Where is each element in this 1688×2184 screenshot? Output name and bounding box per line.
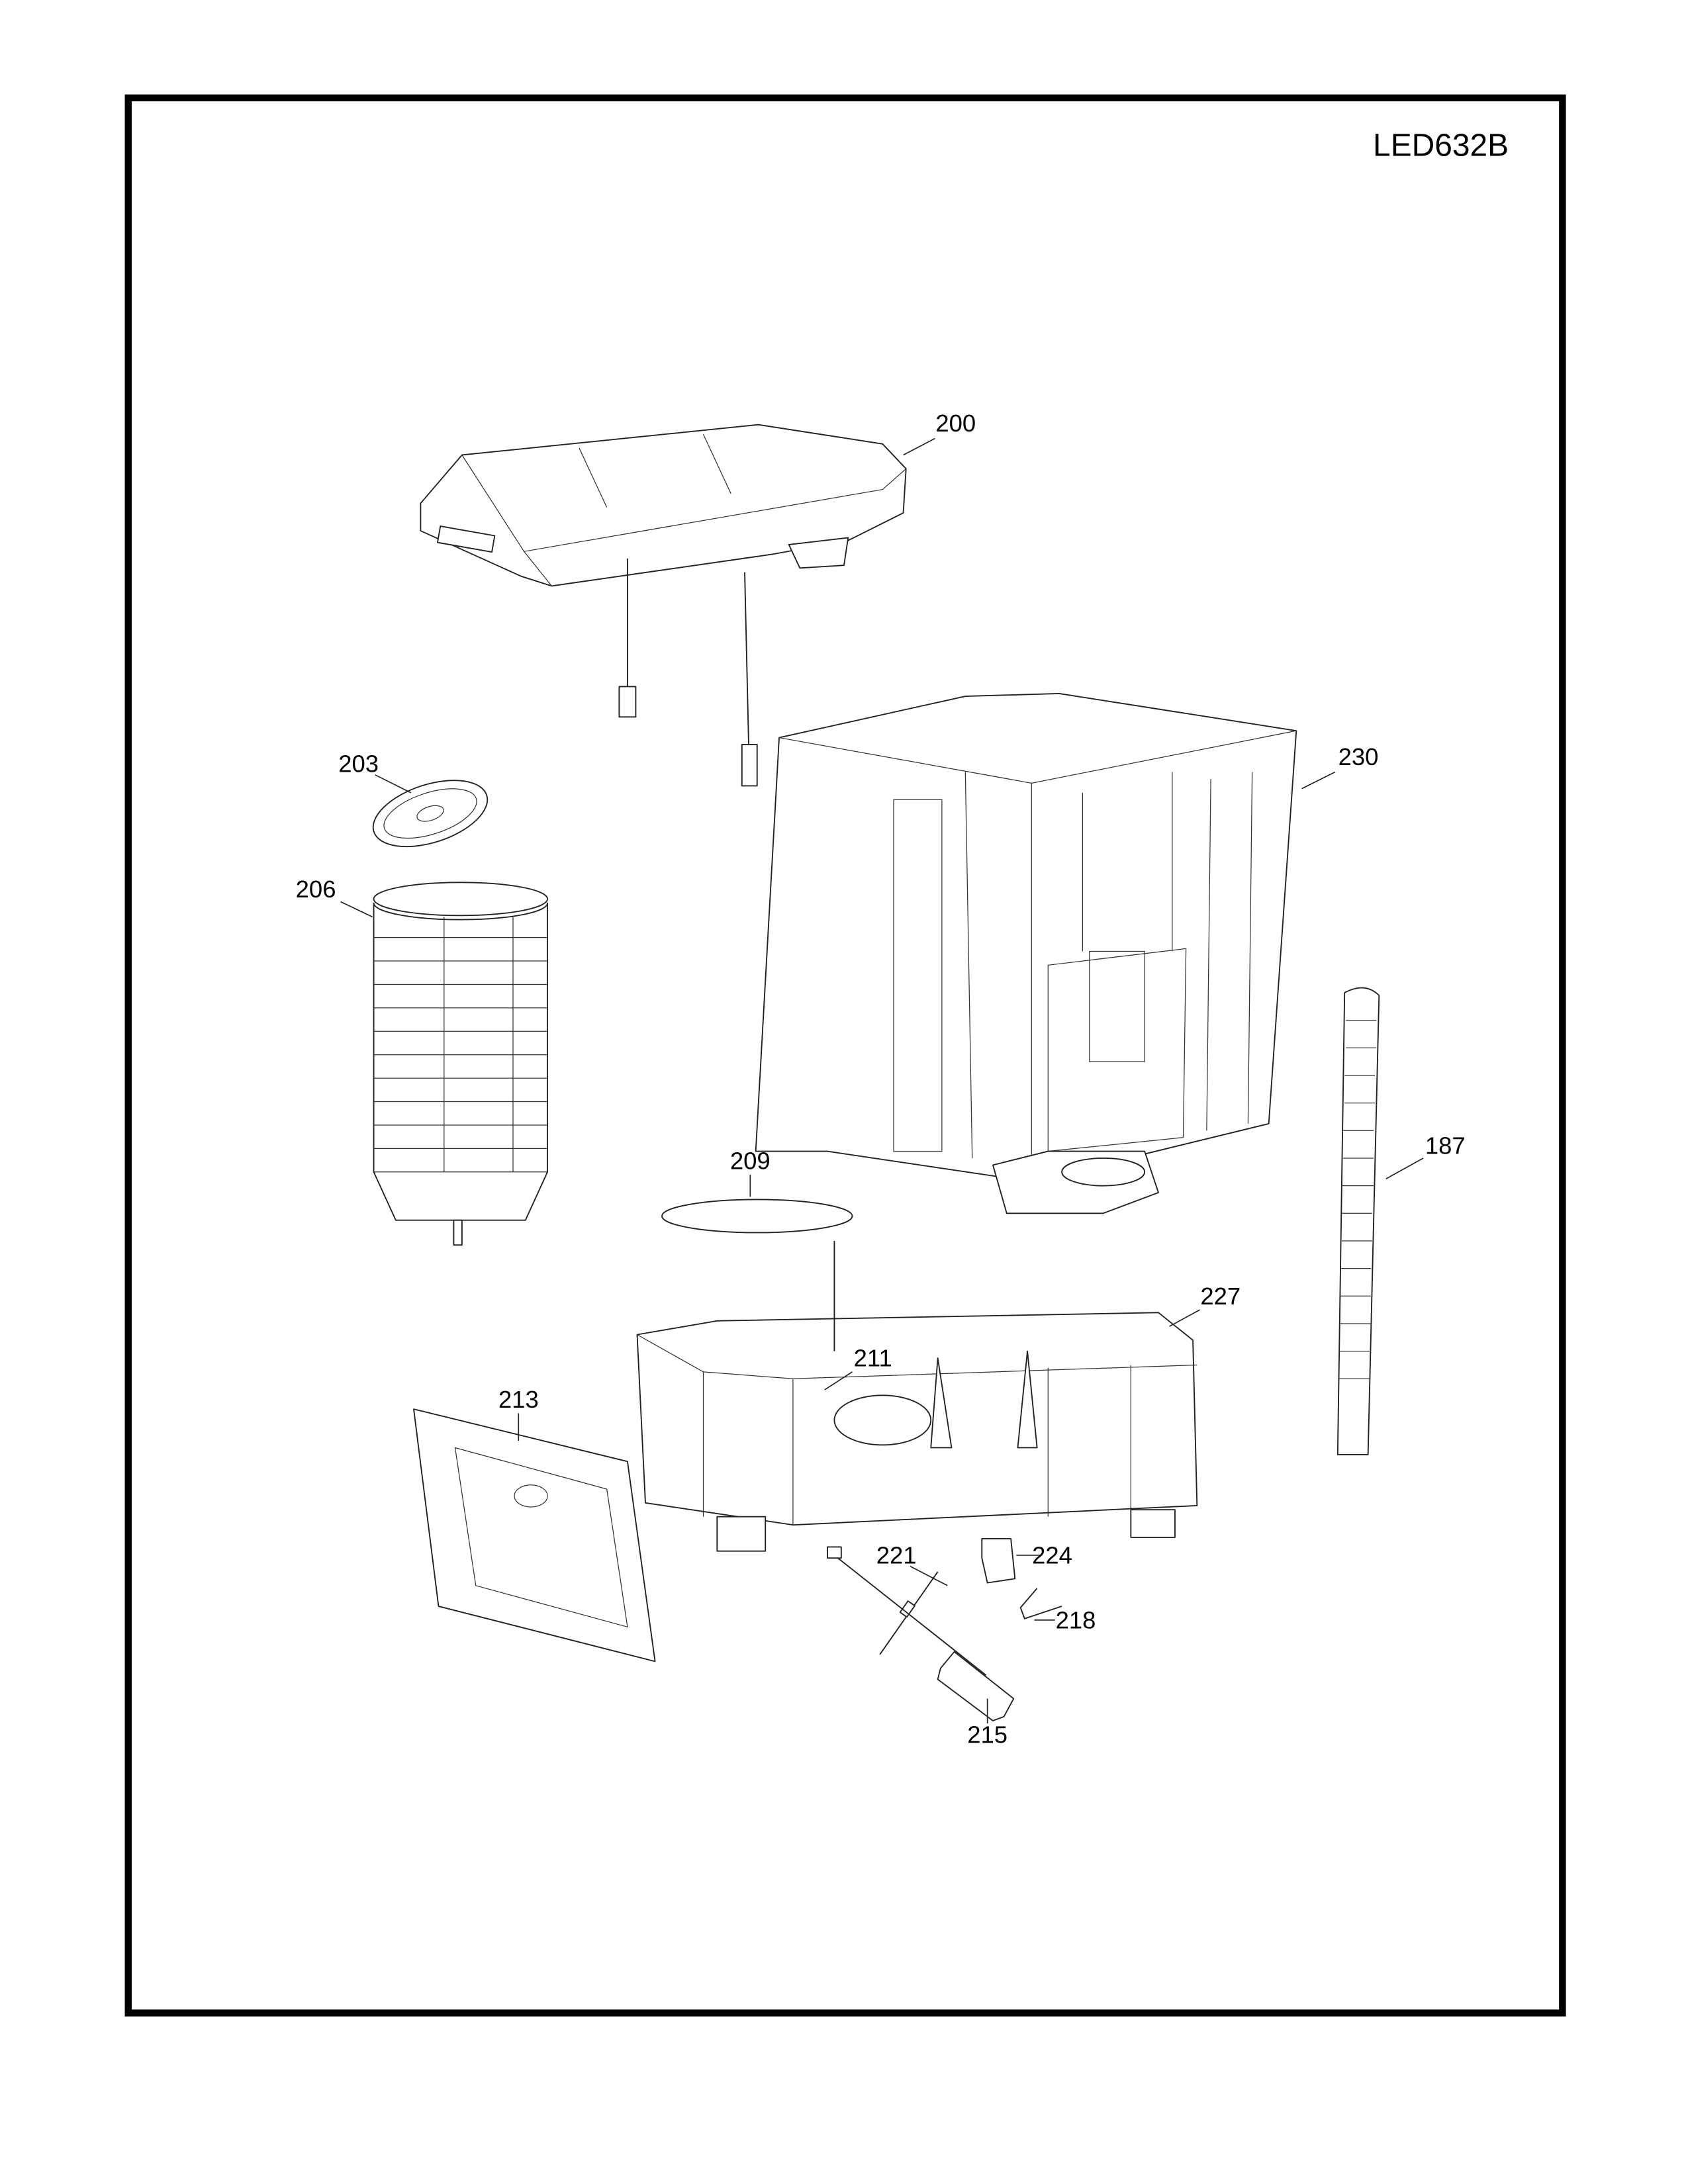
part-213-panel[interactable] bbox=[413, 1408, 656, 1662]
callout-203: 203 bbox=[338, 751, 379, 778]
callout-215: 215 bbox=[967, 1721, 1008, 1748]
callout-187: 187 bbox=[1425, 1132, 1466, 1160]
callout-227: 227 bbox=[1200, 1283, 1241, 1310]
part-230-cabinet[interactable] bbox=[755, 692, 1297, 1214]
part-187-drain-hose[interactable] bbox=[1336, 987, 1380, 1455]
part-227-base[interactable] bbox=[636, 1240, 1198, 1552]
part-206-wash-basket[interactable] bbox=[373, 882, 549, 1246]
page-border bbox=[124, 94, 1566, 2017]
part-221-connector[interactable] bbox=[879, 1571, 939, 1655]
callout-230: 230 bbox=[1338, 743, 1379, 770]
callout-209: 209 bbox=[730, 1148, 771, 1175]
part-218-clip[interactable] bbox=[1019, 1588, 1062, 1619]
part-200-top-cover[interactable] bbox=[420, 424, 907, 787]
callout-221: 221 bbox=[876, 1541, 917, 1569]
callout-200: 200 bbox=[935, 410, 976, 437]
callout-206: 206 bbox=[296, 876, 336, 903]
part-203-filter[interactable] bbox=[365, 768, 495, 860]
part-215-power-cord[interactable] bbox=[827, 1546, 1015, 1721]
callout-211: 211 bbox=[854, 1345, 892, 1372]
part-224-pad[interactable] bbox=[981, 1538, 1016, 1584]
part-209-belt-ring[interactable] bbox=[661, 1199, 853, 1234]
callout-213: 213 bbox=[498, 1386, 539, 1413]
leader-lines bbox=[340, 437, 1424, 1724]
callout-218: 218 bbox=[1056, 1606, 1096, 1633]
model-number: LED632B bbox=[1373, 128, 1509, 163]
callout-224: 224 bbox=[1032, 1541, 1072, 1569]
